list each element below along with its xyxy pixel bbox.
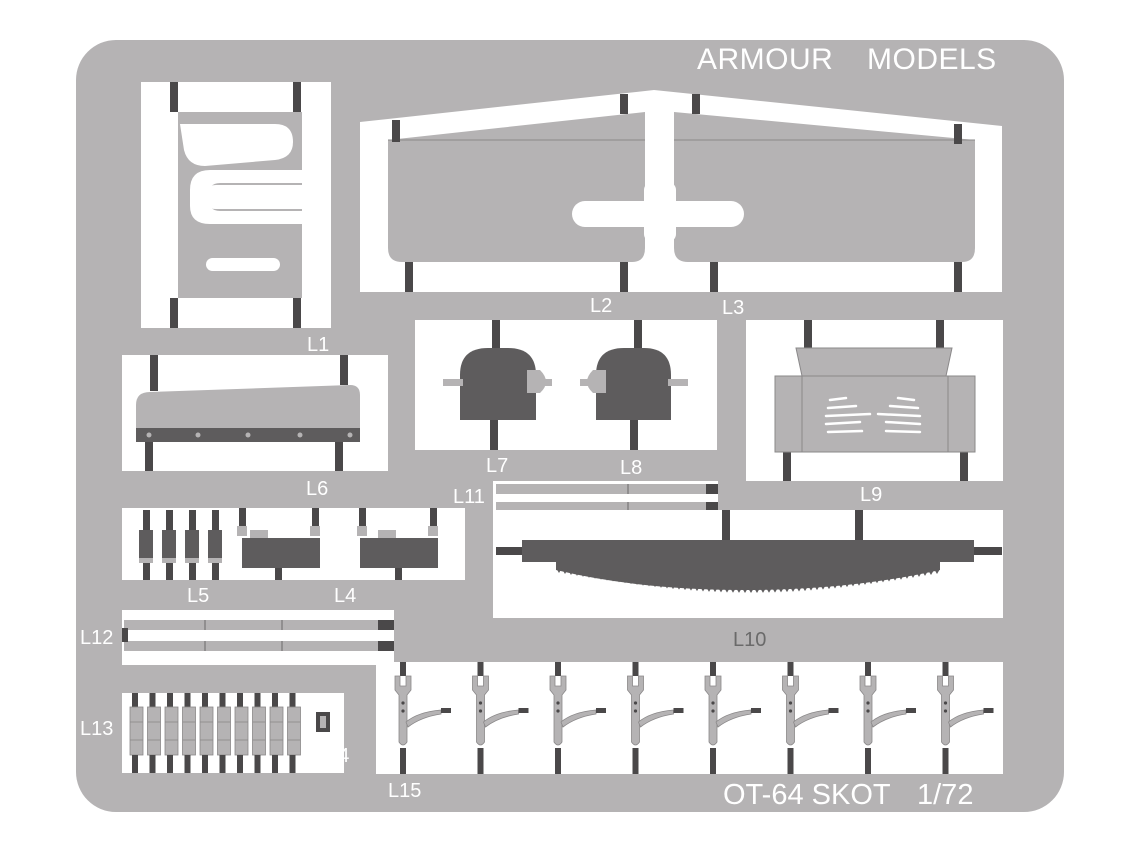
l13-gate-bottom xyxy=(237,755,243,773)
part-l10 xyxy=(493,510,1003,618)
l15-lever xyxy=(394,662,451,774)
l13-strip xyxy=(217,706,231,756)
l13-strip xyxy=(234,706,249,756)
l13-strip xyxy=(147,706,161,756)
l13-gate-top xyxy=(272,693,278,707)
label-l1: L1 xyxy=(307,334,330,356)
part-l12 xyxy=(122,610,394,665)
l15-lever xyxy=(937,662,994,774)
part-l15 xyxy=(376,662,1003,774)
label-l6: L6 xyxy=(306,478,329,500)
part-l2-l3 xyxy=(360,90,1002,292)
l13-strip xyxy=(269,706,284,756)
l13-gate-bottom xyxy=(219,755,226,773)
label-l2: L2 xyxy=(590,295,613,317)
label-l9: L9 xyxy=(860,484,883,506)
brand-models: MODELS xyxy=(867,43,997,76)
l13-gate-bottom xyxy=(202,755,208,773)
l13-gate-top xyxy=(167,693,173,707)
l15-lever xyxy=(859,662,916,774)
part-l5-l4 xyxy=(122,508,465,580)
brand-armour: ARMOUR xyxy=(697,43,834,76)
part-l1 xyxy=(141,82,331,328)
l13-gate-top xyxy=(149,693,156,707)
label-l15: L15 xyxy=(388,780,422,802)
l13-gate-top xyxy=(132,693,138,707)
l15-lever xyxy=(627,662,684,774)
label-l11: L11 xyxy=(453,486,485,508)
l15-lever xyxy=(472,662,529,774)
l13-gate-bottom xyxy=(167,755,173,773)
l13-gate-top xyxy=(184,693,191,707)
l13-gate-top xyxy=(237,693,243,707)
part-l11 xyxy=(493,481,718,515)
l13-strip xyxy=(252,706,266,756)
l13-gate-top xyxy=(219,693,226,707)
l15-lever xyxy=(704,662,761,774)
label-l14: L14 xyxy=(316,745,350,767)
l13-strip xyxy=(182,706,196,756)
l13-gate-bottom xyxy=(149,755,156,773)
label-l13: L13 xyxy=(80,718,114,740)
part-l9 xyxy=(746,320,1003,481)
l15-lever xyxy=(782,662,839,774)
l13-gate-bottom xyxy=(289,755,296,773)
l13-strip xyxy=(287,706,301,756)
l13-gate-bottom xyxy=(132,755,138,773)
label-l5: L5 xyxy=(187,585,210,607)
l13-gate-top xyxy=(254,693,261,707)
part-l6 xyxy=(122,355,388,471)
part-l7-l8 xyxy=(415,320,717,450)
label-l3: L3 xyxy=(722,297,745,319)
l13-strip xyxy=(199,706,214,756)
l13-gate-bottom xyxy=(184,755,191,773)
l13-gate-bottom xyxy=(254,755,261,773)
kit-name: OT-64 SKOT xyxy=(723,779,891,811)
l13-strip xyxy=(164,706,179,756)
l13-gate-bottom xyxy=(272,755,278,773)
kit-scale: 1/72 xyxy=(917,779,974,811)
label-l10: L10 xyxy=(733,629,767,651)
l13-strip xyxy=(129,706,144,756)
label-l4: L4 xyxy=(334,585,357,607)
l13-gate-top xyxy=(202,693,208,707)
l15-lever xyxy=(549,662,606,774)
saw-tooth-edge xyxy=(556,568,940,593)
part-l13-l14 xyxy=(122,693,344,773)
label-l7: L7 xyxy=(486,455,509,477)
label-l12: L12 xyxy=(80,627,114,649)
l13-gate-top xyxy=(289,693,296,707)
label-l8: L8 xyxy=(620,457,643,479)
